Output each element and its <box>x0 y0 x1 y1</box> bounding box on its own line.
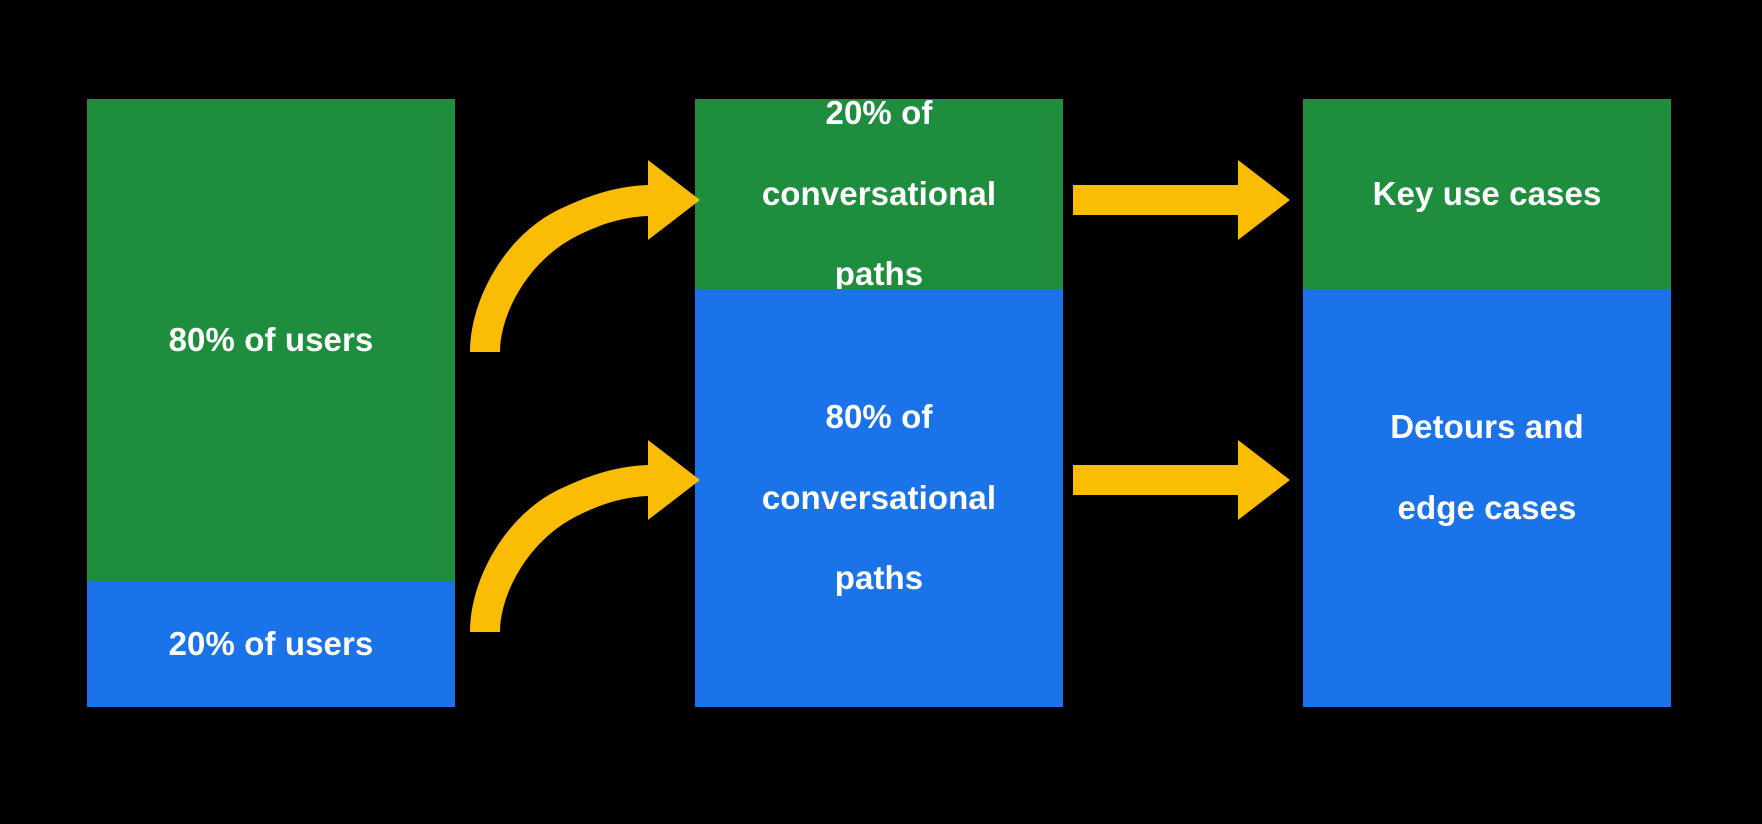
segment-label: Key use cases <box>1372 174 1602 212</box>
segment-label-line-3: paths <box>834 255 924 293</box>
curved-arrow-users-to-top-paths-icon <box>470 160 700 352</box>
segment-label: Detours and edge cases <box>1390 407 1584 528</box>
segment-label-line-1: 80% of <box>825 398 933 436</box>
curved-arrow-users-to-bottom-paths-icon <box>470 440 700 632</box>
segment-label-line-1: Detours and <box>1390 408 1584 445</box>
segment-80-percent-paths: 80% of conversational paths <box>695 289 1063 707</box>
segment-label: 80% of users <box>168 320 374 358</box>
segment-label-line-2: conversational <box>761 478 997 516</box>
segment-20-percent-paths: 20% of conversational paths <box>695 94 1063 292</box>
straight-arrow-bottom-paths-to-detours-icon <box>1073 440 1290 520</box>
column-outcomes: Key use cases Detours and edge cases <box>1303 99 1671 707</box>
segment-label: 20% of users <box>168 624 374 662</box>
segment-label: 20% of conversational paths <box>762 93 996 294</box>
column-conversational-paths: 20% of conversational paths 80% of conve… <box>695 94 1063 707</box>
straight-arrow-top-paths-to-key-use-cases-icon <box>1073 160 1290 240</box>
segment-detours-and-edge-cases: Detours and edge cases <box>1303 289 1671 707</box>
segment-label: 80% of conversational paths <box>762 397 996 598</box>
segment-key-use-cases: Key use cases <box>1303 99 1671 289</box>
segment-label-line-3: paths <box>834 559 924 597</box>
segment-label-line-1: 20% of <box>825 94 933 132</box>
column-users: 80% of users 20% of users <box>87 99 455 707</box>
segment-label-line-2: conversational <box>761 174 997 212</box>
segment-label-line-2: edge cases <box>1397 488 1577 526</box>
segment-20-percent-users: 20% of users <box>87 581 455 707</box>
segment-80-percent-users: 80% of users <box>87 99 455 581</box>
